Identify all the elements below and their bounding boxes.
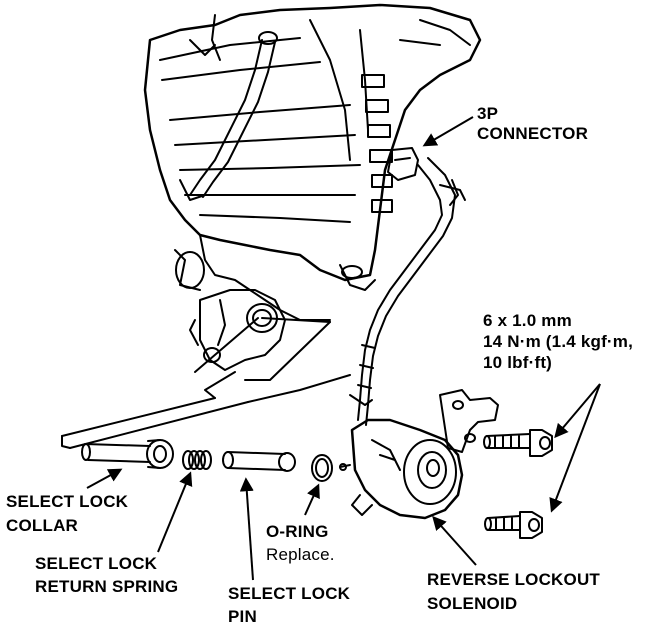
leader-spring [157, 471, 193, 553]
select-lock-collar-label: SELECT LOCK COLLAR [6, 490, 128, 538]
collar-label-line-1: SELECT LOCK [6, 492, 129, 511]
o-ring-label-line-1: O-RING [266, 522, 329, 541]
select-lock-pin-label: SELECT LOCK PIN [228, 582, 350, 628]
bracket-part [439, 389, 499, 453]
o-ring-part [311, 454, 333, 482]
leader-pin [239, 477, 254, 581]
pin-label-line-2: PIN [228, 607, 257, 626]
leader-lines [86, 116, 601, 581]
bolt-spec-line-1: 6 x 1.0 mm [483, 311, 572, 330]
reverse-lockout-solenoid-label: REVERSE LOCKOUT SOLENOID [427, 568, 600, 616]
leader-o-ring [304, 483, 320, 516]
o-ring-label: O-RING Replace. [266, 520, 335, 566]
select-lock-return-spring-label: SELECT LOCK RETURN SPRING [35, 552, 178, 598]
select-lock-pin-part [222, 451, 296, 472]
transmission-housing [143, 3, 482, 321]
leader-collar [86, 468, 123, 489]
o-ring-replace-note: Replace. [266, 545, 335, 564]
bolt-spec-line-2: 14 N·m (1.4 kgf·m, [483, 332, 634, 351]
connector-label-line-1: 3P [477, 104, 499, 123]
spring-label-line-1: SELECT LOCK [35, 554, 158, 573]
solenoid-label-line-1: REVERSE LOCKOUT [427, 570, 601, 589]
spring-label-line-2: RETURN SPRING [35, 577, 179, 596]
bolt-spec-line-3: 10 lbf·ft) [483, 353, 553, 372]
leader-solenoid [432, 515, 477, 566]
connector-label-line-2: CONNECTOR [477, 124, 589, 143]
wire-harness [349, 147, 466, 426]
bolt-1-part [483, 429, 553, 457]
leader-bolt-1 [554, 383, 601, 439]
pin-label-line-1: SELECT LOCK [228, 584, 351, 603]
selector-housing [61, 289, 351, 449]
return-spring-part [182, 450, 212, 470]
leader-bolt-2 [549, 383, 601, 513]
select-lock-collar-part [81, 439, 174, 469]
bolt-2-part [484, 511, 543, 539]
bolt-spec-label: 6 x 1.0 mm 14 N·m (1.4 kgf·m, 10 lbf·ft) [483, 310, 633, 373]
solenoid-part [339, 418, 464, 520]
collar-label-line-2: COLLAR [6, 516, 79, 535]
connector-label: 3P CONNECTOR [477, 104, 588, 144]
leader-connector [422, 116, 474, 147]
solenoid-label-line-2: SOLENOID [427, 594, 518, 613]
